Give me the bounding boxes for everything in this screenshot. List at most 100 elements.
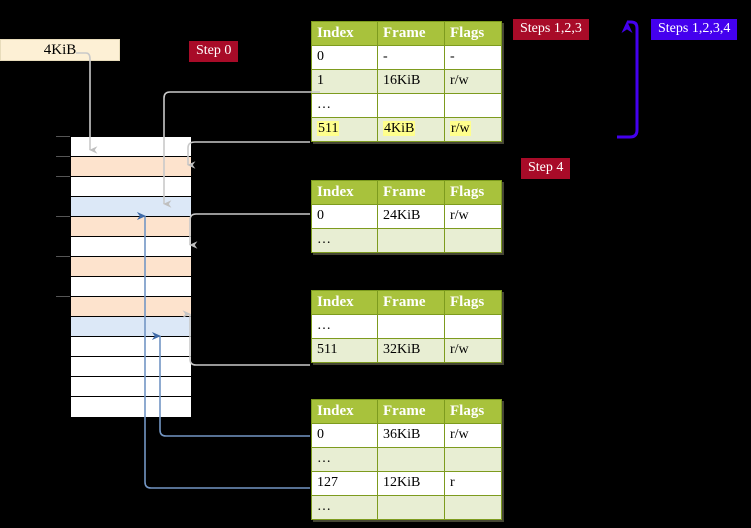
memory-block-1 xyxy=(71,157,191,177)
memory-block-11 xyxy=(71,357,191,377)
column-header-flags: Flags xyxy=(444,290,502,315)
memory-block-3 xyxy=(71,197,191,217)
cell-index: … xyxy=(311,93,378,118)
memory-tick-6 xyxy=(56,256,70,257)
column-header-index: Index xyxy=(311,399,378,424)
cell-index: … xyxy=(311,228,378,253)
page-box-4kib: 4KiB xyxy=(0,39,120,61)
column-header-index: Index xyxy=(311,290,378,315)
column-header-frame: Frame xyxy=(377,180,445,205)
cell-index: 127 xyxy=(311,471,378,496)
cell-frame xyxy=(377,228,445,253)
cell-index: 0 xyxy=(311,423,378,448)
memory-block-10 xyxy=(71,337,191,357)
cell-index: 1 xyxy=(311,69,378,94)
connector-memory-to-l3 xyxy=(187,141,310,169)
badge-step-0-label: Step 0 xyxy=(196,43,232,58)
badge-step-4-label: Step 4 xyxy=(528,160,564,175)
memory-block-12 xyxy=(71,377,191,397)
memory-block-5 xyxy=(71,237,191,257)
cell-flags: - xyxy=(444,45,502,70)
cell-flags: r/w xyxy=(444,338,502,363)
memory-tick-1 xyxy=(56,156,70,157)
highlighted-value: r/w xyxy=(450,121,471,136)
highlighted-value: 511 xyxy=(317,121,340,136)
table-row: … xyxy=(311,447,502,472)
table-row: 511 4KiB r/w xyxy=(311,117,502,142)
column-header-frame: Frame xyxy=(377,21,445,46)
column-header-flags: Flags xyxy=(444,21,502,46)
memory-tick-8 xyxy=(56,296,70,297)
cell-index: … xyxy=(311,447,378,472)
badge-step-0: Step 0 xyxy=(189,41,239,62)
page-box-label: 4KiB xyxy=(43,41,77,58)
memory-block-7 xyxy=(71,277,191,297)
badge-steps-123-label: Steps 1,2,3 xyxy=(520,21,582,36)
cell-flags xyxy=(444,93,502,118)
memory-block-13 xyxy=(71,397,191,417)
cell-index: … xyxy=(311,495,378,520)
badge-steps-1234-label: Steps 1,2,3,4 xyxy=(658,21,731,36)
cell-frame: 16KiB xyxy=(377,69,445,94)
column-header-index: Index xyxy=(311,180,378,205)
cell-frame: 36KiB xyxy=(377,423,445,448)
cell-frame xyxy=(377,93,445,118)
highlighted-value: 4KiB xyxy=(383,121,416,136)
table-row: 0-- xyxy=(311,45,502,70)
table-row: … xyxy=(311,495,502,520)
cell-frame: 24KiB xyxy=(377,204,445,229)
cell-index: 0 xyxy=(311,204,378,229)
cell-flags: r/w xyxy=(444,117,502,142)
table-row: … xyxy=(311,228,502,253)
badge-steps-1234: Steps 1,2,3,4 xyxy=(651,19,738,40)
cell-frame: - xyxy=(377,45,445,70)
connector-steps-1234-arrow xyxy=(617,20,639,139)
memory-block-2 xyxy=(71,177,191,197)
physical-memory-column xyxy=(70,136,191,417)
table-row: … xyxy=(311,314,502,339)
memory-block-6 xyxy=(71,257,191,277)
cell-flags: r/w xyxy=(444,204,502,229)
cell-flags: r/w xyxy=(444,423,502,448)
memory-block-4 xyxy=(71,217,191,237)
cell-index: 511 xyxy=(311,117,378,142)
cell-flags xyxy=(444,228,502,253)
memory-tick-0 xyxy=(56,136,70,137)
memory-block-0 xyxy=(71,137,191,157)
badge-step-4: Step 4 xyxy=(521,158,571,179)
cell-frame xyxy=(377,314,445,339)
cell-frame: 12KiB xyxy=(377,471,445,496)
column-header-frame: Frame xyxy=(377,399,445,424)
cell-index: … xyxy=(311,314,378,339)
memory-tick-2 xyxy=(56,176,70,177)
column-header-flags: Flags xyxy=(444,399,502,424)
table-row: … xyxy=(311,93,502,118)
column-header-frame: Frame xyxy=(377,290,445,315)
column-header-flags: Flags xyxy=(444,180,502,205)
cell-flags xyxy=(444,495,502,520)
connector-l2-to-memory xyxy=(182,310,310,366)
cell-frame xyxy=(377,495,445,520)
cell-index: 511 xyxy=(311,338,378,363)
memory-tick-4 xyxy=(56,216,70,217)
cell-frame: 4KiB xyxy=(377,117,445,142)
memory-block-9 xyxy=(71,317,191,337)
connector-l3-to-memory xyxy=(189,213,310,249)
cell-frame xyxy=(377,447,445,472)
cell-flags xyxy=(444,314,502,339)
cell-index: 0 xyxy=(311,45,378,70)
cell-flags xyxy=(444,447,502,472)
cell-flags: r xyxy=(444,471,502,496)
cell-frame: 32KiB xyxy=(377,338,445,363)
cell-flags: r/w xyxy=(444,69,502,94)
